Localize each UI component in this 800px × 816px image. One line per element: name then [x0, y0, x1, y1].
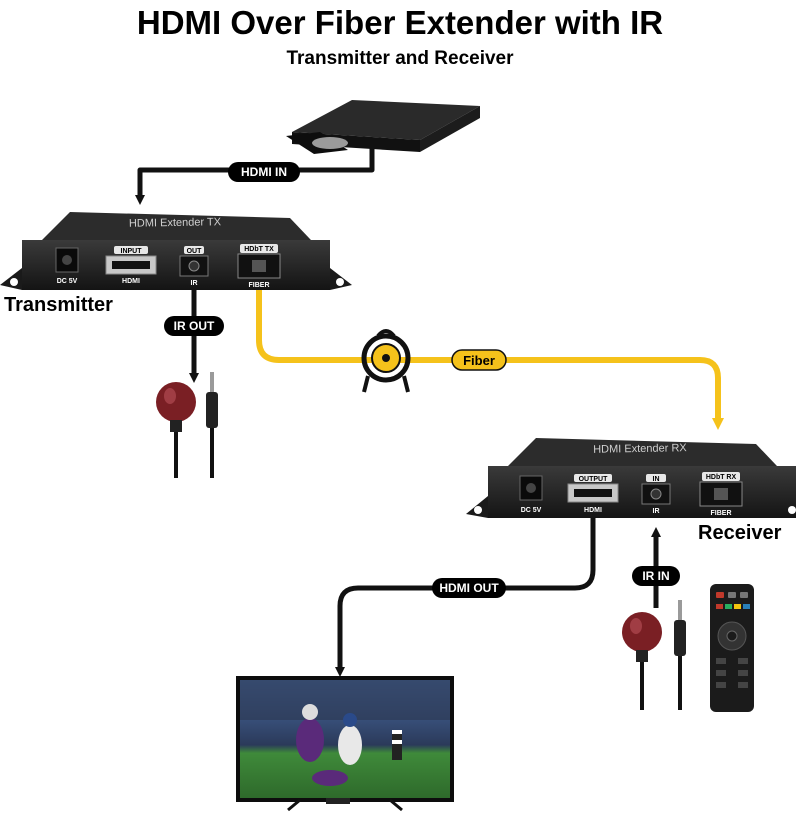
receiver-device: HDMI Extender RX DC 5V OUTPUT HDMI IN IR…: [466, 438, 796, 518]
svg-text:OUTPUT: OUTPUT: [579, 476, 609, 483]
svg-text:FIBER: FIBER: [249, 282, 270, 289]
svg-text:HDMI OUT: HDMI OUT: [439, 581, 499, 595]
disc-icon: [312, 137, 348, 149]
ir-in-label: IR IN: [632, 566, 680, 586]
svg-text:HDbT TX: HDbT TX: [244, 246, 274, 253]
receiver-model-label: HDMI Extender RX: [593, 442, 687, 456]
svg-text:IN: IN: [653, 476, 660, 483]
svg-text:HDMI: HDMI: [122, 278, 140, 285]
hdmi-out-label: HDMI OUT: [432, 578, 506, 598]
audio-jack-plug: [674, 600, 686, 710]
fiber-label: Fiber: [451, 349, 507, 371]
svg-text:FIBER: FIBER: [711, 510, 732, 517]
svg-text:DC 5V: DC 5V: [521, 507, 542, 514]
svg-text:HDMI IN: HDMI IN: [241, 165, 287, 179]
hdmi-in-label: HDMI IN: [228, 162, 300, 182]
television: [236, 676, 454, 812]
receiver-label: Receiver: [698, 522, 782, 544]
svg-text:INPUT: INPUT: [121, 248, 143, 255]
fiber-reel-icon: [361, 329, 411, 393]
svg-text:IR: IR: [653, 508, 660, 515]
svg-text:OUT: OUT: [187, 248, 203, 255]
ir-receiver: [622, 612, 662, 710]
diagram-subtitle: Transmitter and Receiver: [286, 48, 514, 69]
svg-text:IR IN: IR IN: [642, 569, 669, 583]
svg-text:IR: IR: [191, 280, 198, 287]
diagram-title: HDMI Over Fiber Extender with IR: [136, 4, 664, 41]
ir-out-label: IR OUT: [164, 316, 224, 336]
transmitter-device: HDMI Extender TX DC 5V INPUT HDMI OUT IR…: [0, 212, 352, 290]
transmitter-model-label: HDMI Extender TX: [129, 216, 222, 230]
audio-jack-plug: [206, 372, 218, 478]
power-button-icon: [716, 592, 724, 598]
ir-emitter: [156, 382, 196, 478]
svg-text:HDbT RX: HDbT RX: [706, 474, 737, 481]
transmitter-label: Transmitter: [4, 294, 113, 316]
remote-control: [710, 584, 754, 712]
svg-text:Fiber: Fiber: [463, 353, 495, 368]
svg-text:HDMI: HDMI: [584, 507, 602, 514]
svg-text:IR OUT: IR OUT: [174, 319, 215, 333]
bluray-player: [286, 100, 480, 154]
svg-text:DC 5V: DC 5V: [57, 278, 78, 285]
